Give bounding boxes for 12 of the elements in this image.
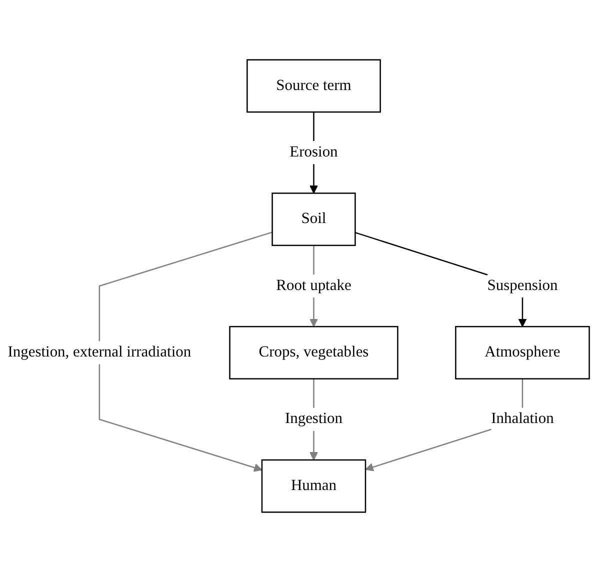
node-box: Source term [246, 59, 381, 113]
edge-label: Inhalation [491, 410, 554, 428]
node-box: Crops, vegetables [229, 326, 398, 380]
edge-label: Erosion [290, 144, 338, 160]
edge-label: Root uptake [276, 277, 352, 294]
node-box: Atmosphere [455, 326, 590, 380]
node-box: Human [261, 459, 366, 513]
node-box: Soil [272, 192, 356, 246]
edge-label: Ingestion, external irradiation [8, 344, 192, 360]
edge-label: Suspension [487, 277, 558, 294]
arrow [98, 232, 272, 472]
edge-label: Ingestion [284, 410, 343, 428]
